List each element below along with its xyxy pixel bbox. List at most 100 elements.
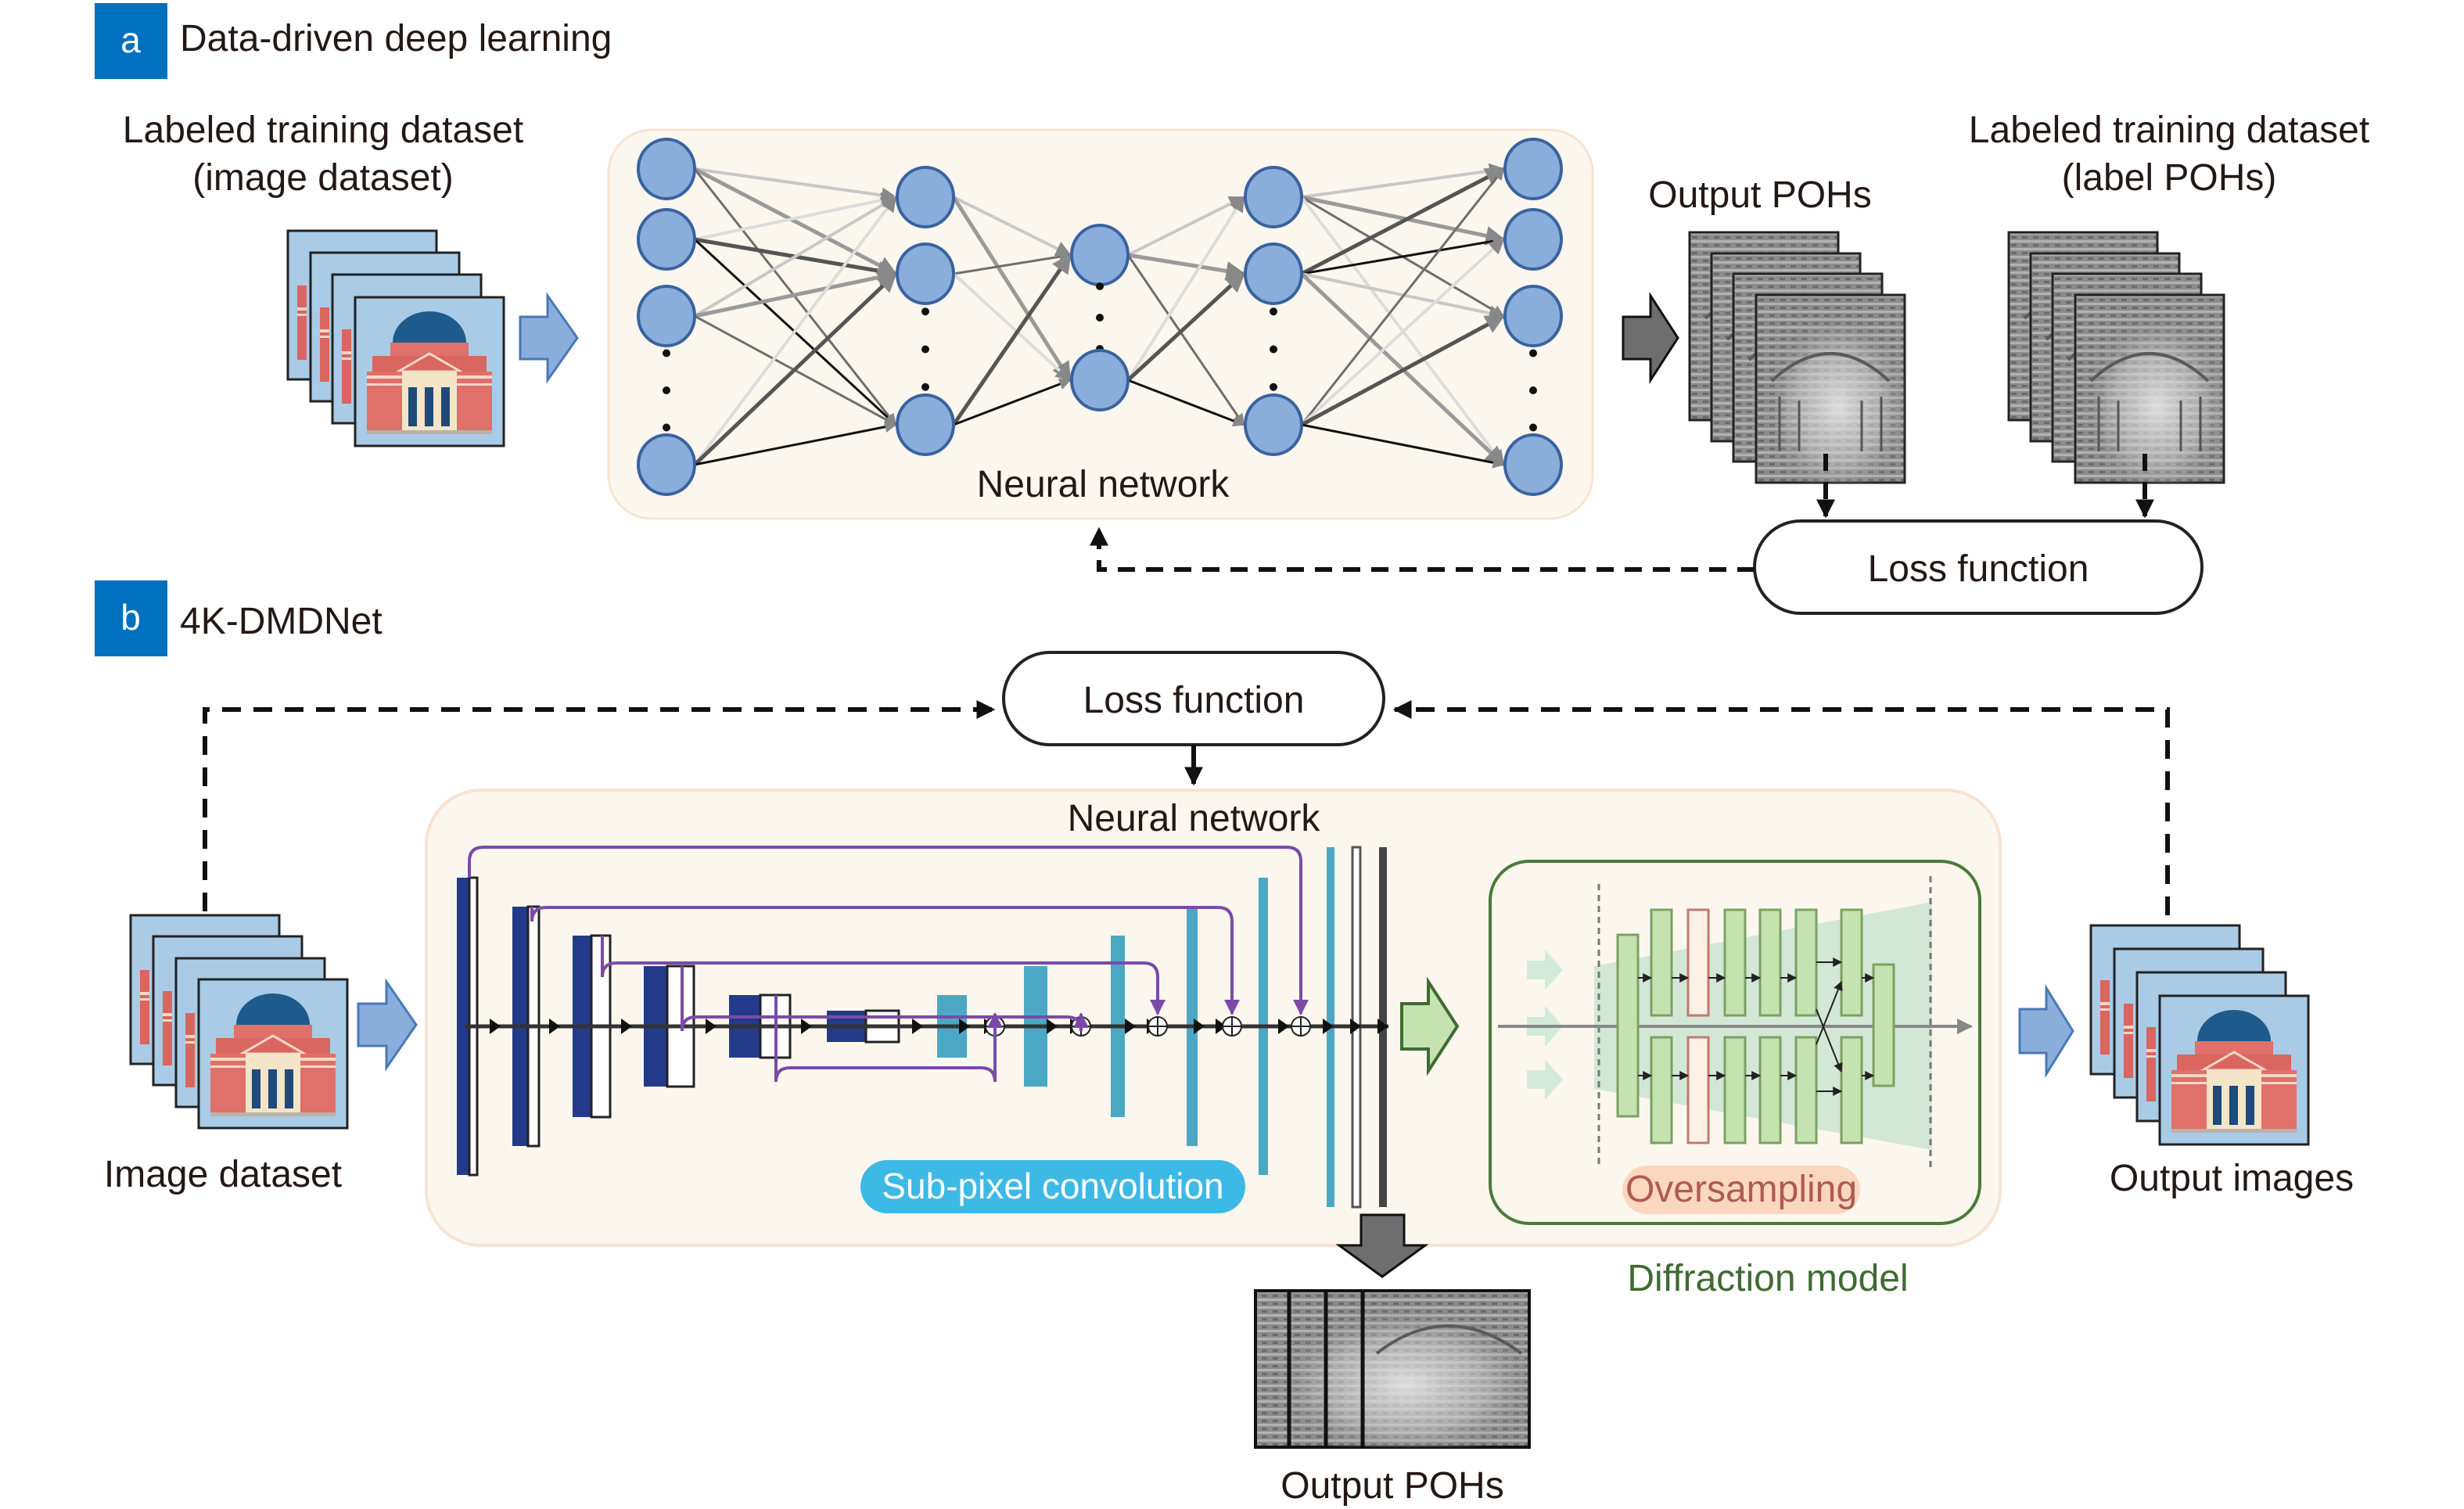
flow-arrow-icon (621, 1019, 632, 1034)
feedback-dashed-arrow (1090, 526, 1755, 572)
neuron-node (1503, 138, 1563, 200)
diffraction-model-label: Diffraction model (1627, 1258, 1908, 1299)
neuron-node (637, 138, 696, 200)
connection-edge (694, 421, 897, 466)
output-pohs-stack-a (1688, 231, 1906, 484)
ellipsis-dot (1096, 282, 1104, 290)
diffraction-layer (1758, 1036, 1782, 1144)
flow-arrow-icon (1216, 1019, 1227, 1034)
neural-network-box-a (607, 128, 1594, 520)
diffraction-layer (1840, 1036, 1863, 1144)
output-images-stack (2089, 924, 2310, 1146)
panel-b-badge-letter: b (120, 597, 141, 638)
connection-edge (1301, 423, 1505, 469)
diffraction-layer (1650, 908, 1673, 1017)
panel-a-badge (95, 3, 167, 79)
oversampling-layer (1686, 1036, 1710, 1144)
subpixel-convolution-badge (860, 1160, 1245, 1213)
light-arrow-icon (1527, 1059, 1563, 1100)
panel-a-badge-letter: a (120, 20, 141, 60)
neuron-node (896, 393, 955, 456)
unet-architecture (457, 846, 1388, 1209)
connection-edge (951, 253, 1072, 426)
diffraction-layers (1498, 876, 1973, 1169)
connection-edge (1301, 163, 1505, 199)
flow-arrow-icon (1278, 1019, 1289, 1034)
connection-edge (1126, 196, 1245, 382)
light-arrow-icon (1527, 950, 1563, 990)
connection-edge (953, 196, 1072, 257)
neuron-node (637, 208, 696, 271)
output-pohs-label-b: Output POHs (1280, 1465, 1503, 1507)
loss-function-label-a: Loss function (1868, 548, 2089, 590)
flow-arrow-icon (912, 1019, 923, 1034)
connection-edge (1126, 272, 1245, 382)
arrow-right-icon (2018, 983, 2074, 1079)
skip-connection (530, 906, 1240, 1015)
connection-edge (1126, 254, 1245, 426)
diffraction-layer (1616, 933, 1640, 1118)
dashed-arrow-right (1392, 700, 2170, 915)
diffraction-layer (1794, 908, 1818, 1017)
connection-edge (1301, 272, 1505, 322)
label-pohs-dataset-line2: (label POHs) (2062, 157, 2277, 199)
diffraction-model-box (1489, 860, 1981, 1225)
dashed-arrow-left (203, 700, 996, 911)
neuron-node (896, 243, 955, 305)
arrow-down-icon (1335, 1213, 1429, 1278)
connection-edge (693, 196, 897, 318)
image-dataset-stack (286, 229, 505, 447)
ellipsis-dot (1270, 307, 1277, 316)
ellipsis-dot (921, 345, 929, 354)
flow-arrow-icon (1323, 1019, 1334, 1034)
connection-edge (1127, 253, 1246, 281)
oversampling-label: Oversampling (1625, 1169, 1857, 1210)
neuron-node (1244, 393, 1303, 456)
connection-edge (951, 196, 1072, 383)
connection-edge (694, 268, 898, 318)
image-dataset-stack-b (129, 914, 349, 1130)
neuron-node (1070, 224, 1130, 286)
flow-arrow-icon (549, 1019, 560, 1034)
connection-edge (1300, 167, 1506, 276)
ellipsis-dot (663, 386, 670, 394)
ellipsis-dot (1529, 349, 1537, 357)
connection-edge (1127, 379, 1245, 427)
neural-network-label-b: Neural network (1068, 798, 1321, 839)
flow-arrow-icon (1194, 1019, 1205, 1034)
ellipsis-dot (1529, 386, 1537, 394)
neuron-node (1503, 208, 1563, 271)
diffraction-layer (1723, 1036, 1747, 1144)
arrow-right-icon (357, 978, 418, 1072)
cross-arrow (1816, 1008, 1843, 1073)
neuron-node (1244, 166, 1303, 228)
skip-connection (681, 966, 1089, 1032)
oversampling-layer (1686, 908, 1710, 1017)
label-pohs-dataset-line1: Labeled training dataset (1969, 110, 2369, 151)
diffraction-layer (1872, 963, 1895, 1087)
oversampling-badge (1622, 1166, 1860, 1214)
connection-edge (693, 167, 898, 276)
neuron-node (1503, 433, 1563, 496)
flow-arrow-icon (1125, 1019, 1136, 1034)
flow-arrow-icon (1350, 1019, 1361, 1034)
neuron-node (637, 433, 696, 496)
ellipsis-dot (1096, 314, 1104, 322)
ellipsis-dot (663, 423, 670, 432)
connection-edge (1300, 167, 1505, 426)
arrow-right-icon (1622, 291, 1679, 385)
diffraction-layer (1723, 908, 1747, 1017)
neuron-node (1070, 349, 1130, 411)
diffraction-layer (1794, 1036, 1818, 1144)
connection-edge (1127, 196, 1245, 257)
flow-arrow-icon (1377, 1019, 1388, 1034)
connection-edge (694, 167, 897, 203)
neuron-node (1244, 243, 1303, 305)
connection-edge (1300, 238, 1505, 426)
neural-network-label-a: Neural network (977, 464, 1230, 505)
ellipsis-dot (921, 383, 929, 391)
connection-edge (693, 272, 897, 466)
ellipsis-dot (663, 349, 670, 357)
panel-a-title: Data-driven deep learning (180, 18, 612, 59)
